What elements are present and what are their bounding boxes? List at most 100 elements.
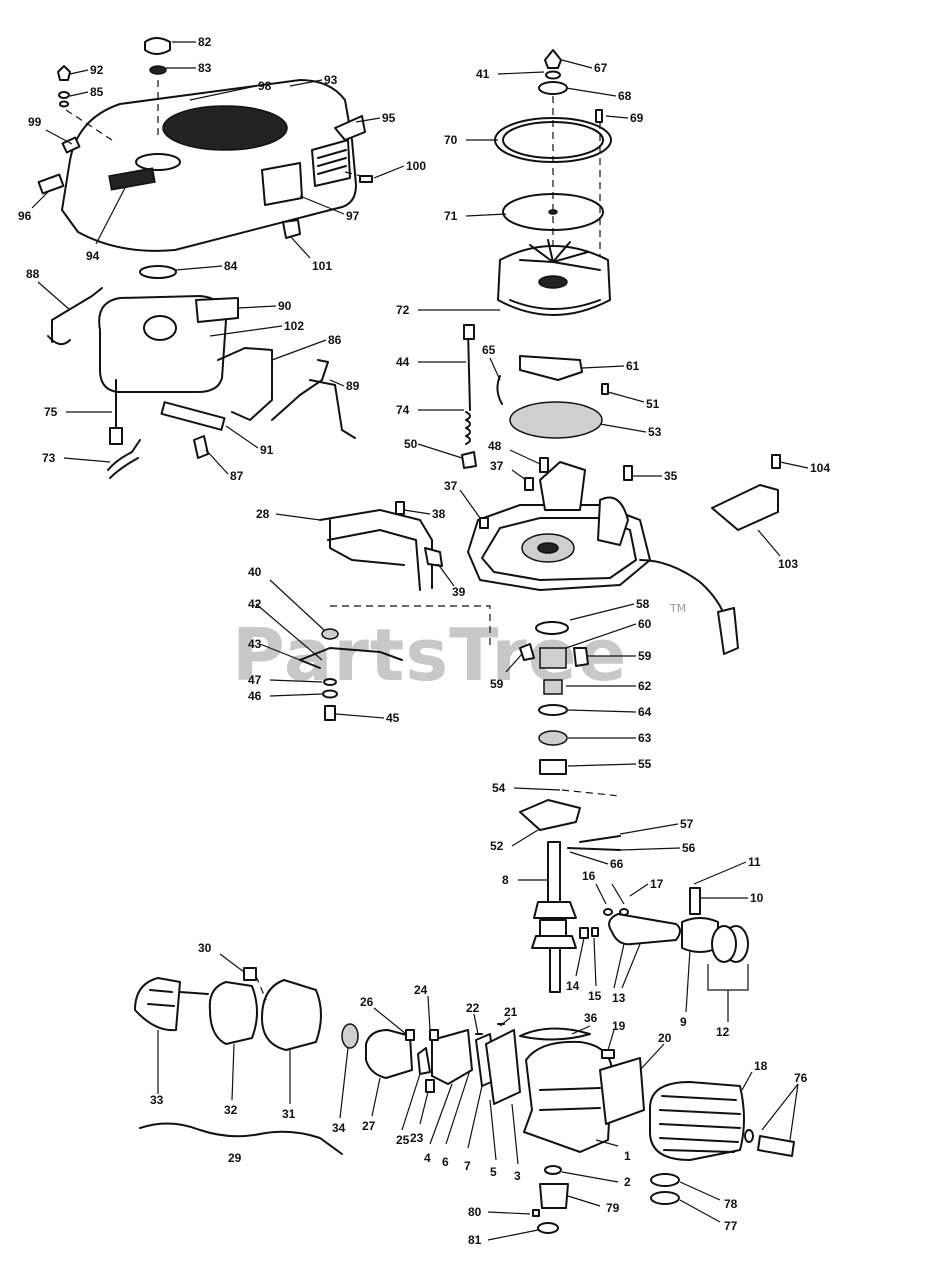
thrust-washer-part (535, 621, 569, 635)
callout-label: 51 (646, 397, 660, 411)
callout-label: 40 (248, 565, 262, 579)
screw-part (405, 1029, 415, 1041)
callout-label: 29 (228, 1151, 242, 1165)
callout-label: 67 (594, 61, 608, 75)
callout-label: 33 (150, 1093, 164, 1107)
callout-label: 70 (444, 133, 458, 147)
callout-label: 73 (42, 451, 56, 465)
screw-part (601, 383, 609, 395)
callout-label: 88 (26, 267, 40, 281)
clip-part (479, 517, 489, 529)
screw-part (425, 1079, 435, 1093)
washer-part (461, 451, 477, 469)
callout-label: 87 (230, 469, 244, 483)
reed-plate-part (485, 1029, 521, 1105)
callout-label: 6 (442, 1155, 449, 1169)
bracket-line-part (139, 1122, 343, 1155)
callout-label: 26 (360, 995, 374, 1009)
callout-label: 59 (490, 677, 504, 691)
flywheel-part (497, 239, 611, 316)
callout-label: 37 (490, 459, 504, 473)
spring-part (465, 411, 471, 445)
callout-label: 28 (256, 507, 270, 521)
callout-label: 59 (638, 649, 652, 663)
callout-label: 95 (382, 111, 396, 125)
grommet-part (144, 37, 171, 55)
callout-label: 102 (284, 319, 304, 333)
crankshaft-part (531, 841, 577, 993)
callout-label: 34 (332, 1121, 346, 1135)
callout-label: 83 (198, 61, 212, 75)
callout-label: 39 (452, 585, 466, 599)
callout-label: 66 (610, 857, 624, 871)
callout-label: 79 (606, 1201, 620, 1215)
pin-part (579, 835, 621, 843)
leader-lines (31, 41, 809, 1241)
strap-part (160, 401, 226, 431)
washer-part (545, 70, 561, 80)
clip-part (519, 643, 535, 661)
callout-label: 74 (396, 403, 410, 417)
callout-label: 44 (396, 355, 410, 369)
callout-label: 11 (748, 855, 761, 869)
callout-label: 94 (86, 249, 100, 263)
callout-label: 100 (406, 159, 426, 173)
screw-part (623, 465, 633, 481)
cylinder-head-part (649, 1081, 745, 1161)
gasket-part (650, 1191, 680, 1205)
callout-label: 12 (716, 1025, 730, 1039)
clip-part (424, 547, 443, 567)
callout-label: 31 (282, 1107, 296, 1121)
starter-cup-part (538, 81, 568, 95)
callout-label: 65 (482, 343, 496, 357)
watermark: PartsTree (232, 613, 628, 697)
gasket-part (519, 1027, 591, 1041)
screw-part (243, 967, 257, 981)
callout-label: 72 (396, 303, 410, 317)
spark-plug-part (757, 1135, 795, 1157)
ring-part (711, 925, 737, 963)
callout-label: 50 (404, 437, 418, 451)
screw-part (324, 705, 336, 721)
callout-label: 4 (424, 1151, 431, 1165)
screw-part (771, 454, 781, 469)
intake-part (431, 1029, 473, 1085)
washer-part (59, 100, 69, 108)
screw-part (601, 1049, 615, 1059)
bracket-part (51, 287, 103, 343)
washer-part (58, 91, 70, 99)
callout-label: 38 (432, 507, 446, 521)
callout-label: 85 (90, 85, 104, 99)
wrist-pin-part (689, 887, 701, 915)
rod-knob-part (463, 324, 475, 340)
oil-fill-part (539, 1183, 569, 1209)
callout-label: 45 (386, 711, 400, 725)
callout-label: 63 (638, 731, 652, 745)
callout-label: 68 (618, 89, 632, 103)
washer-part (149, 65, 167, 75)
gasket-part (139, 265, 177, 279)
callout-label: 99 (28, 115, 42, 129)
callout-label: 1 (624, 1149, 631, 1163)
plug-part (537, 1222, 559, 1234)
callout-label: 18 (754, 1059, 768, 1073)
callout-label: 90 (278, 299, 292, 313)
callout-label: 5 (490, 1165, 497, 1179)
callout-label: 103 (778, 557, 798, 571)
bearing-part (539, 759, 567, 775)
callout-label: 14 (566, 979, 580, 993)
clip-part (524, 477, 534, 491)
callout-label: 55 (638, 757, 652, 771)
engine-base-part (467, 461, 739, 655)
callout-label: 46 (248, 689, 262, 703)
blower-housing-part (61, 79, 366, 252)
clip-part (539, 457, 549, 473)
callout-label: 101 (312, 259, 332, 273)
clip-part (282, 219, 301, 239)
callout-label: 71 (444, 209, 458, 223)
key-part (591, 927, 599, 937)
bracket-part (271, 359, 329, 421)
bushing-part (543, 679, 563, 695)
callout-label: 64 (638, 705, 652, 719)
